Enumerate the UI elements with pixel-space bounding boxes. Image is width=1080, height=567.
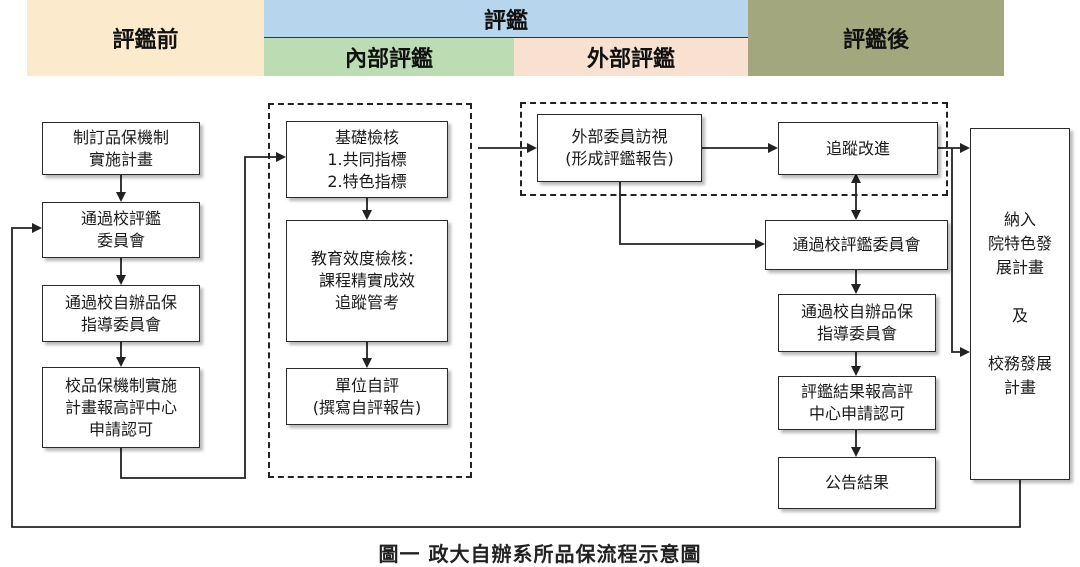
header-internal-label: 內部評鑑 (344, 47, 433, 72)
arrow-loop-to-n2 (11, 223, 1021, 528)
arrow-n4-m1 (120, 152, 286, 479)
header-external-label: 外部評鑑 (586, 47, 675, 72)
header-post-label: 評鑑後 (842, 28, 909, 53)
header-pre: 評鑑前 (27, 0, 264, 76)
node-post-school-committee: 通過校評鑑委員會 (765, 220, 948, 270)
node-post-report-heeact: 評鑑結果報高評 中心申請認可 (778, 376, 936, 430)
node-announce-results: 公告結果 (778, 457, 936, 509)
node-draft-plan: 制訂品保機制 實施計畫 (42, 122, 200, 175)
header-pre-label: 評鑑前 (112, 28, 179, 53)
header-external: 外部評鑑 (514, 38, 748, 76)
node-post-self-assurance-committee: 通過校自辦品保 指導委員會 (778, 294, 936, 352)
node-effectiveness-check: 教育效度檢核： 課程精實成效 追蹤管考 (286, 220, 448, 342)
header-post: 評鑑後 (748, 0, 1004, 76)
node-development-plans: 納入 院特色發 展計畫 及 校務發展 計畫 (970, 128, 1070, 480)
node-self-assurance-committee: 通過校自辦品保 指導委員會 (42, 285, 200, 342)
node-school-committee: 通過校評鑑 委員會 (42, 202, 200, 258)
header-main-label: 評鑑 (483, 8, 528, 34)
header-main: 評鑑 (264, 0, 748, 38)
external-review-group (520, 102, 948, 196)
node-external-visit: 外部委員訪視 (形成評鑑報告) (537, 114, 702, 182)
arrow-bracket-r1 (951, 148, 970, 357)
figure-caption: 圖一 政大自辦系所品保流程示意圖 (378, 542, 702, 566)
node-follow-up: 追蹤改進 (778, 122, 938, 175)
node-basic-check: 基礎檢核 1.共同指標 2.特色指標 (286, 121, 448, 198)
header-internal: 內部評鑑 (264, 38, 514, 76)
node-report-heeact: 校品保機制實施 計畫報高評中心 申請認可 (42, 367, 200, 448)
internal-review-group (268, 103, 472, 478)
arrow-e1-p1 (619, 182, 765, 249)
node-self-evaluation: 單位自評 (撰寫自評報告) (286, 368, 448, 425)
